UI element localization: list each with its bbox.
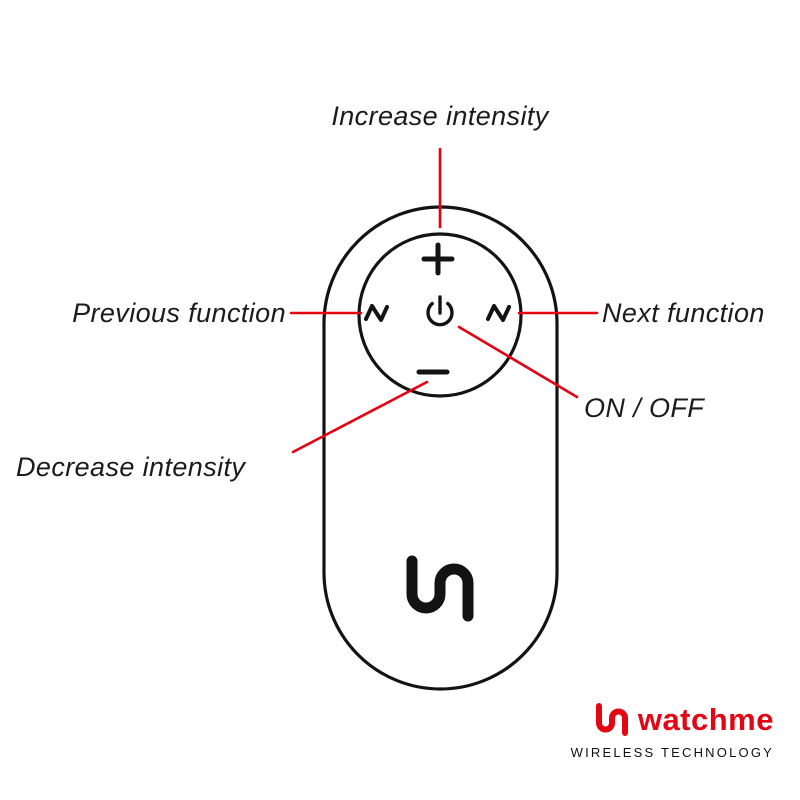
control-pad-circle — [357, 232, 523, 398]
wave-right-icon — [486, 304, 511, 322]
wave-left-icon — [364, 304, 389, 322]
brand-name: watchme — [637, 701, 774, 737]
brand-block: watchme WIRELESS TECHNOLOGY — [571, 702, 774, 760]
plus-icon — [421, 242, 455, 276]
watchme-brand-icon — [595, 703, 628, 736]
brand-tagline: WIRELESS TECHNOLOGY — [570, 745, 774, 760]
label-decrease-intensity: Decrease intensity — [16, 452, 246, 482]
label-increase-intensity: Increase intensity — [331, 101, 549, 131]
remote-body-outline — [322, 205, 559, 691]
watchme-logo-mark — [406, 555, 474, 622]
callout-line-onoff — [457, 325, 579, 399]
power-icon — [426, 295, 454, 327]
label-on-off: ON / OFF — [584, 393, 705, 423]
label-previous-function: Previous function — [72, 298, 286, 328]
label-next-function: Next function — [602, 298, 765, 328]
callout-line-decrease — [291, 380, 429, 454]
